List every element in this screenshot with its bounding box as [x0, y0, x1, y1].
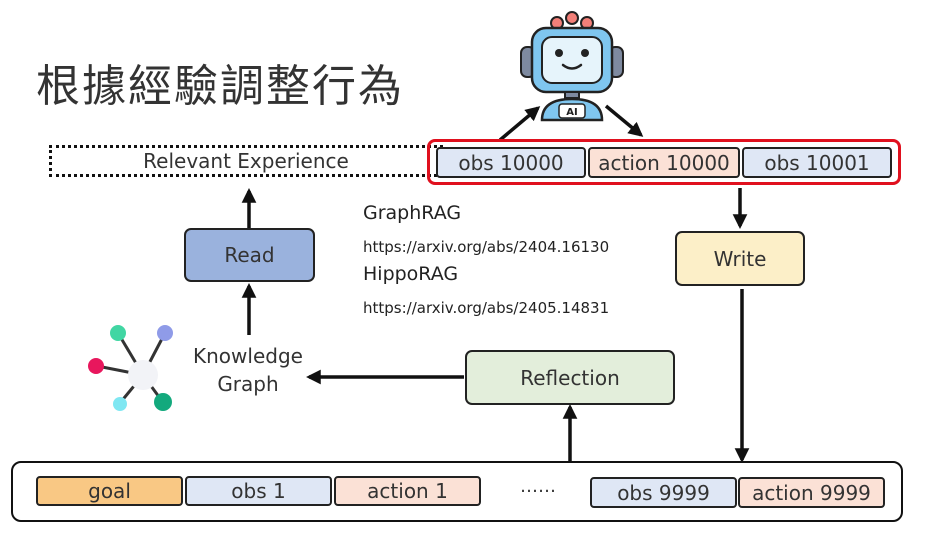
top-action-10000: action 10000	[588, 147, 740, 178]
arrow-from-robot	[604, 104, 644, 137]
memory-obs-1: obs 1	[185, 476, 332, 506]
memory-ellipsis: ……	[520, 476, 556, 497]
current-trajectory-highlight	[427, 139, 901, 185]
page-title: 根據經驗調整行為	[36, 61, 404, 112]
memory-sequence	[11, 461, 903, 522]
knowledge-graph-label: Knowledge Graph	[193, 344, 303, 396]
write-box: Write	[675, 231, 805, 286]
reference-graphrag-url[interactable]: https://arxiv.org/abs/2404.16130	[363, 238, 610, 256]
reference-hipporag-name: HippoRAG	[363, 263, 459, 285]
memory-goal: goal	[36, 476, 183, 506]
reference-graphrag-name: GraphRAG	[363, 202, 462, 224]
top-obs-10001: obs 10001	[742, 147, 892, 178]
robot-badge: AI	[566, 107, 577, 118]
memory-action-9999: action 9999	[738, 477, 885, 508]
memory-obs-9999: obs 9999	[590, 477, 737, 508]
read-box: Read	[184, 228, 315, 282]
relevant-experience-label: Relevant Experience	[143, 149, 349, 173]
relevant-experience-box: Relevant Experience	[49, 145, 443, 177]
reflection-box: Reflection	[465, 350, 675, 405]
top-obs-10000: obs 10000	[436, 147, 586, 178]
reference-hipporag-url[interactable]: https://arxiv.org/abs/2405.14831	[363, 299, 610, 317]
arrow-to-robot	[498, 106, 541, 142]
memory-action-1: action 1	[334, 476, 481, 506]
